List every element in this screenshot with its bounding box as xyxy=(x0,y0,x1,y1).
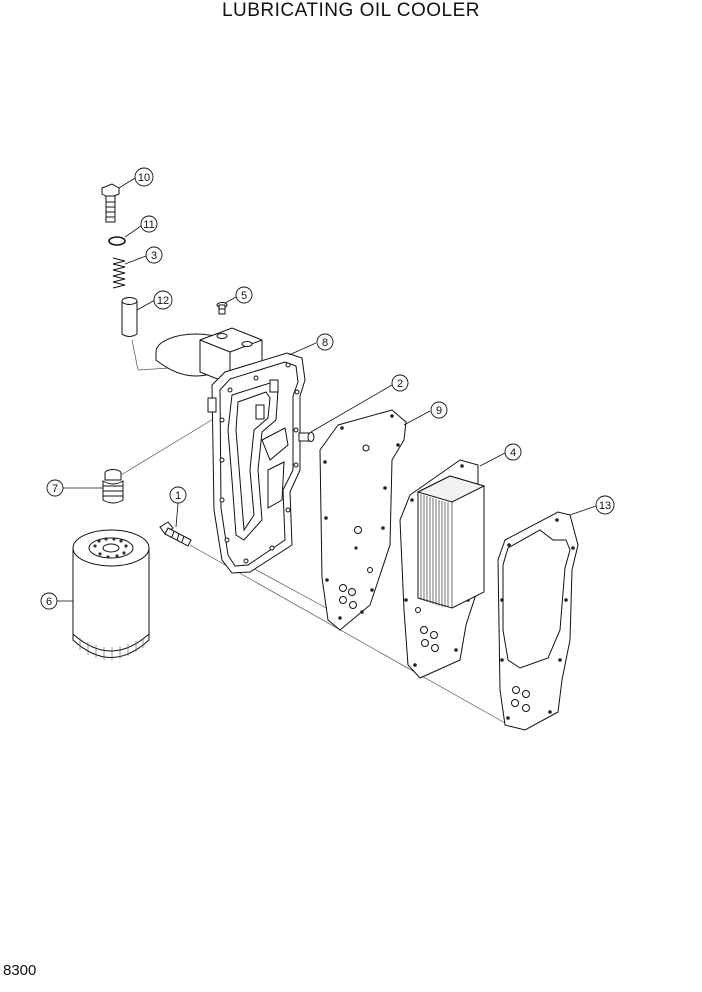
callout-13[interactable] xyxy=(595,495,615,515)
callout-7[interactable] xyxy=(46,479,64,497)
callout-12[interactable] xyxy=(153,290,173,310)
callout-1[interactable] xyxy=(169,486,187,504)
callout-label-12: 12 xyxy=(157,295,169,307)
callout-5[interactable] xyxy=(235,286,253,304)
part-13-gasket[interactable] xyxy=(497,511,579,731)
callout-label-5: 5 xyxy=(241,290,247,302)
part-8-cooler-housing[interactable] xyxy=(155,327,306,574)
part-5-plug[interactable] xyxy=(216,302,228,315)
callout-4[interactable] xyxy=(504,443,522,461)
part-1-bolt[interactable] xyxy=(159,521,192,547)
callout-label-10: 10 xyxy=(138,172,150,184)
part-10-bolt[interactable] xyxy=(101,183,120,223)
part-4-cooler-element[interactable] xyxy=(399,459,486,679)
callout-label-3: 3 xyxy=(151,250,157,262)
callouts xyxy=(40,167,615,610)
callout-label-13: 13 xyxy=(599,500,611,512)
callout-label-8: 8 xyxy=(322,337,328,349)
leader-lines xyxy=(57,177,597,602)
callout-8[interactable] xyxy=(316,333,334,351)
callout-6[interactable] xyxy=(40,592,58,610)
callout-label-6: 6 xyxy=(46,596,52,608)
callout-labels: 10 11 3 12 5 8 2 9 4 13 1 7 6 xyxy=(46,172,611,608)
callout-label-11: 11 xyxy=(143,219,154,231)
part-11-o-ring[interactable] xyxy=(108,236,126,246)
part-2-plug[interactable] xyxy=(298,432,315,442)
callout-label-4: 4 xyxy=(510,447,516,459)
page-title: LUBRICATING OIL COOLER xyxy=(221,0,481,21)
callout-9[interactable] xyxy=(430,401,448,419)
part-12-plunger[interactable] xyxy=(121,297,138,337)
callout-label-2: 2 xyxy=(397,378,403,390)
part-9-gasket[interactable] xyxy=(319,409,407,631)
callout-10[interactable] xyxy=(134,167,154,187)
callout-label-1: 1 xyxy=(175,490,181,502)
callout-11[interactable] xyxy=(140,215,158,233)
part-6-oil-filter[interactable] xyxy=(72,529,150,660)
part-7-adapter[interactable] xyxy=(102,469,124,504)
callout-label-7: 7 xyxy=(52,483,58,495)
callout-label-9: 9 xyxy=(436,405,442,417)
page-code: 8300 xyxy=(3,962,37,979)
part-3-spring[interactable] xyxy=(112,257,126,289)
callout-3[interactable] xyxy=(145,246,163,264)
callout-2[interactable] xyxy=(391,374,409,392)
